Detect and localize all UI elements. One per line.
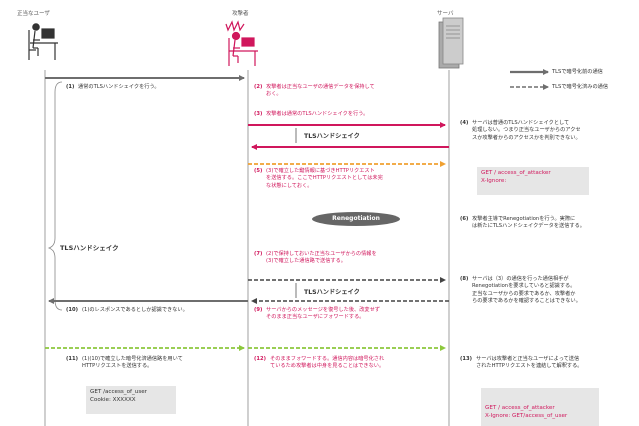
- step-text-line: (1)(10)で確立した暗号化済通信路を用いて: [82, 356, 183, 362]
- tls-handshake-big-label: TLSハンドシェイク: [60, 244, 119, 252]
- step-text: サーバからのメッセージを復号した後、改変せずそのまま正当なユーザにフォワードする…: [266, 307, 380, 322]
- step-text-line: サーバは攻撃者と正当なユーザによって送信: [476, 356, 580, 362]
- legend-before-label: TLSで暗号化前の通信: [552, 69, 603, 75]
- step-9: (9)サーバからのメッセージを復号した後、改変せずそのまま正当なユーザにフォワー…: [254, 307, 380, 322]
- step-2: (2)攻撃者は正当なユーザの通信データを保持しておく。: [254, 84, 375, 99]
- step-number: (2): [254, 84, 263, 90]
- step-number: (11): [66, 356, 78, 362]
- step-text-line: (3)で確立した鍵情報に基づきHTTPリクエスト: [266, 168, 375, 174]
- step-number: (4): [460, 120, 469, 126]
- tls-bracket: [47, 81, 63, 311]
- combined-request-line-2: X-Ignore: GET/access_of_user: [485, 413, 568, 419]
- step-text-line: されたHTTPリクエストを連結して解釈する。: [476, 363, 583, 370]
- step-number: (9): [254, 307, 263, 313]
- step-text-line: サーバからのメッセージを復号した後、改変せず: [266, 307, 380, 313]
- user-icon: [28, 23, 58, 60]
- step-text: サーバは攻撃者と正当なユーザによって送信されたHTTPリクエストを連結して解釈す…: [476, 356, 583, 371]
- step-text: (1)のレスポンスであるとしか認識できない。: [82, 307, 188, 314]
- actor-server-label: サーバ: [437, 11, 454, 17]
- step-text-line: サーバは普通のTLSハンドシェイクとして: [472, 120, 570, 126]
- attacker-request-line-1: GET / access_of_attacker: [481, 170, 551, 176]
- step-text-line: おく。: [266, 91, 282, 98]
- step-text-line: な状態にしておく。: [266, 182, 313, 189]
- step-text: 攻撃者は正当なユーザの通信データを保持しておく。: [266, 84, 375, 99]
- step-6: (6)攻撃者主導でRenegotiationを行う。実際には新たにTLSハンドシ…: [460, 216, 585, 231]
- step-number: (7): [254, 251, 263, 257]
- step-5: (5)(3)で確立した鍵情報に基づきHTTPリクエストを送信する。ここでHTTP…: [254, 168, 383, 190]
- step-number: (10): [66, 307, 78, 313]
- user-request-box: GET /access_of_user Cookie: XXXXXX: [86, 386, 176, 414]
- step-number: (5): [254, 168, 263, 174]
- step-text-line: そのまま正当なユーザにフォワードする。: [266, 314, 365, 321]
- step-text: (3)で確立した鍵情報に基づきHTTPリクエストを送信する。ここでHTTPリクエ…: [266, 168, 383, 190]
- step-text: 攻撃者は通常のTLSハンドシェイクを行う。: [266, 111, 368, 118]
- step-text-line: 攻撃者は正当なユーザの通信データを保持して: [266, 84, 375, 90]
- step-number: (13): [460, 356, 472, 362]
- step-text-line: 正当なユーザからの要求であるか、攻撃者か: [472, 290, 576, 297]
- step-text-line: らの要求であるかを確認することはできない。: [472, 298, 581, 305]
- step-text-line: (3)で確立した通信路で送信する。: [266, 258, 346, 265]
- tls-handshake-1-label: TLSハンドシェイク: [304, 133, 360, 140]
- server-icon: [438, 17, 464, 69]
- step-text: 攻撃者主導でRenegotiationを行う。実際には新たにTLSハンドシェイク…: [472, 216, 585, 231]
- step-text: そのままフォワードする。通信内容は暗号化されているため攻撃者は中身を見ることはで…: [270, 356, 384, 371]
- step-text-line: 攻撃者は通常のTLSハンドシェイクを行う。: [266, 111, 369, 117]
- step-text-line: 通常のTLSハンドシェイクを行う。: [78, 84, 160, 90]
- legend-after-label: TLSで暗号化済みの通信: [552, 84, 609, 90]
- step-text-line: サーバは（3）の通信を行った通信相手が: [472, 276, 569, 282]
- step-13: (13) サーバは攻撃者と正当なユーザによって送信されたHTTPリクエストを連結し…: [460, 356, 583, 371]
- step-text-line: HTTPリクエストを送信する。: [82, 363, 153, 370]
- attacker-request-line-2: X-Ignore:: [481, 178, 507, 184]
- step-12: (12) そのままフォワードする。通信内容は暗号化されているため攻撃者は中身を見る…: [254, 356, 384, 371]
- step-text-line: を送信する。ここでHTTPリクエストとしては未完: [266, 175, 383, 182]
- step-number: (12): [254, 356, 266, 362]
- step-text-line: スか攻撃者からのアクセスかを判別できない。: [472, 134, 581, 141]
- step-1: (1)通常のTLSハンドシェイクを行う。: [66, 84, 160, 91]
- step-number: (1): [66, 84, 75, 90]
- attacker-request-box: GET / access_of_attacker X-Ignore:: [477, 167, 589, 195]
- step-text-line: (1)のレスポンスであるとしか認識できない。: [82, 307, 188, 313]
- step-number: (8): [460, 276, 469, 282]
- step-number: (3): [254, 111, 263, 117]
- step-number: (6): [460, 216, 469, 222]
- step-text-line: そのままフォワードする。通信内容は暗号化され: [270, 356, 385, 362]
- actor-user-label: 正当なユーザ: [17, 11, 50, 17]
- step-text: 通常のTLSハンドシェイクを行う。: [78, 84, 160, 91]
- user-request-line-1: GET /access_of_user: [90, 389, 147, 395]
- actor-attacker-label: 攻撃者: [232, 11, 249, 17]
- step-text-line: Renegotiationを要求していると認識する。: [472, 283, 576, 290]
- step-text-line: ているため攻撃者は中身を見ることはできない。: [270, 363, 385, 370]
- step-text-line: 処理しない。つまり正当なユーザからのアクセ: [472, 127, 581, 134]
- combined-request-box: GET / access_of_attacker X-Ignore: GET/a…: [481, 388, 599, 426]
- step-10: (10) (1)のレスポンスであるとしか認識できない。: [66, 307, 188, 314]
- tls-handshake-2-label: TLSハンドシェイク: [304, 289, 360, 296]
- step-7: (7)(2)で保持しておいた正当なユーザからの情報を(3)で確立した通信路で送信…: [254, 251, 377, 266]
- step-4: (4)サーバは普通のTLSハンドシェイクとして処理しない。つまり正当なユーザから…: [460, 120, 581, 142]
- renegotiation-ellipse: Renegotiation: [312, 212, 400, 226]
- step-3: (3)攻撃者は通常のTLSハンドシェイクを行う。: [254, 111, 368, 118]
- user-request-line-2: Cookie: XXXXXX: [90, 397, 136, 403]
- step-text-line: (2)で保持しておいた正当なユーザからの情報を: [266, 251, 377, 257]
- attacker-icon: [225, 20, 258, 66]
- step-text: サーバは普通のTLSハンドシェイクとして処理しない。つまり正当なユーザからのアク…: [472, 120, 581, 142]
- combined-request-line-1: GET / access_of_attacker: [485, 405, 555, 411]
- step-text-line: 攻撃者主導でRenegotiationを行う。実際に: [472, 216, 576, 222]
- step-text-line: は新たにTLSハンドシェイクデータを送信する。: [472, 223, 585, 230]
- step-text: (2)で保持しておいた正当なユーザからの情報を(3)で確立した通信路で送信する。: [266, 251, 377, 266]
